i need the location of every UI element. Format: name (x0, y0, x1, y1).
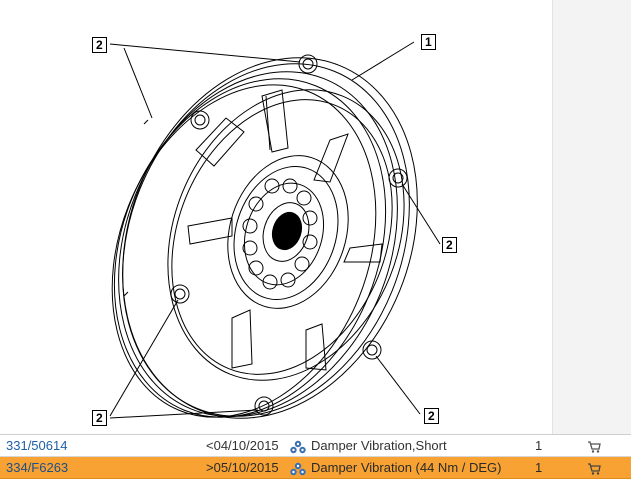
exploded-diagram-panel[interactable]: 1 2 2 2 2 (0, 0, 552, 434)
hub-outer (227, 155, 349, 309)
cart-icon[interactable] (587, 461, 601, 475)
parts-group-icon[interactable] (289, 461, 307, 476)
hub-bolts (242, 178, 318, 290)
parts-list: 331/50614 <04/10/2015 Damper Vibration,S… (0, 434, 631, 479)
damper-illustration (109, 41, 441, 419)
part-number-link[interactable]: 331/50614 (6, 438, 68, 453)
outer-flange-ring (122, 57, 418, 419)
callout-2-right[interactable]: 2 (442, 237, 457, 253)
part-number-link[interactable]: 334/F6263 (6, 460, 69, 475)
part-description: Damper Vibration,Short (311, 438, 447, 453)
callout-2-top[interactable]: 2 (92, 37, 107, 53)
side-panel-background (552, 0, 631, 434)
cart-icon[interactable] (587, 439, 601, 453)
flange-bolts (170, 54, 408, 416)
part-quantity: 1 (535, 438, 543, 453)
table-row-selected[interactable]: 334/F6263 >05/10/2015 Damper Vibration (… (0, 457, 631, 479)
effective-date: <04/10/2015 (206, 438, 279, 453)
effective-date: >05/10/2015 (206, 460, 279, 475)
part-quantity: 1 (535, 460, 543, 475)
leader-lines (109, 41, 441, 419)
spoke-group (187, 89, 383, 371)
table-row[interactable]: 331/50614 <04/10/2015 Damper Vibration,S… (0, 435, 631, 457)
callout-1[interactable]: 1 (421, 34, 436, 50)
callout-2-bottom-right[interactable]: 2 (424, 408, 439, 424)
part-description: Damper Vibration (44 Nm / DEG) (311, 460, 502, 475)
parts-group-icon[interactable] (289, 439, 307, 454)
callout-2-bottom-left[interactable]: 2 (92, 410, 107, 426)
